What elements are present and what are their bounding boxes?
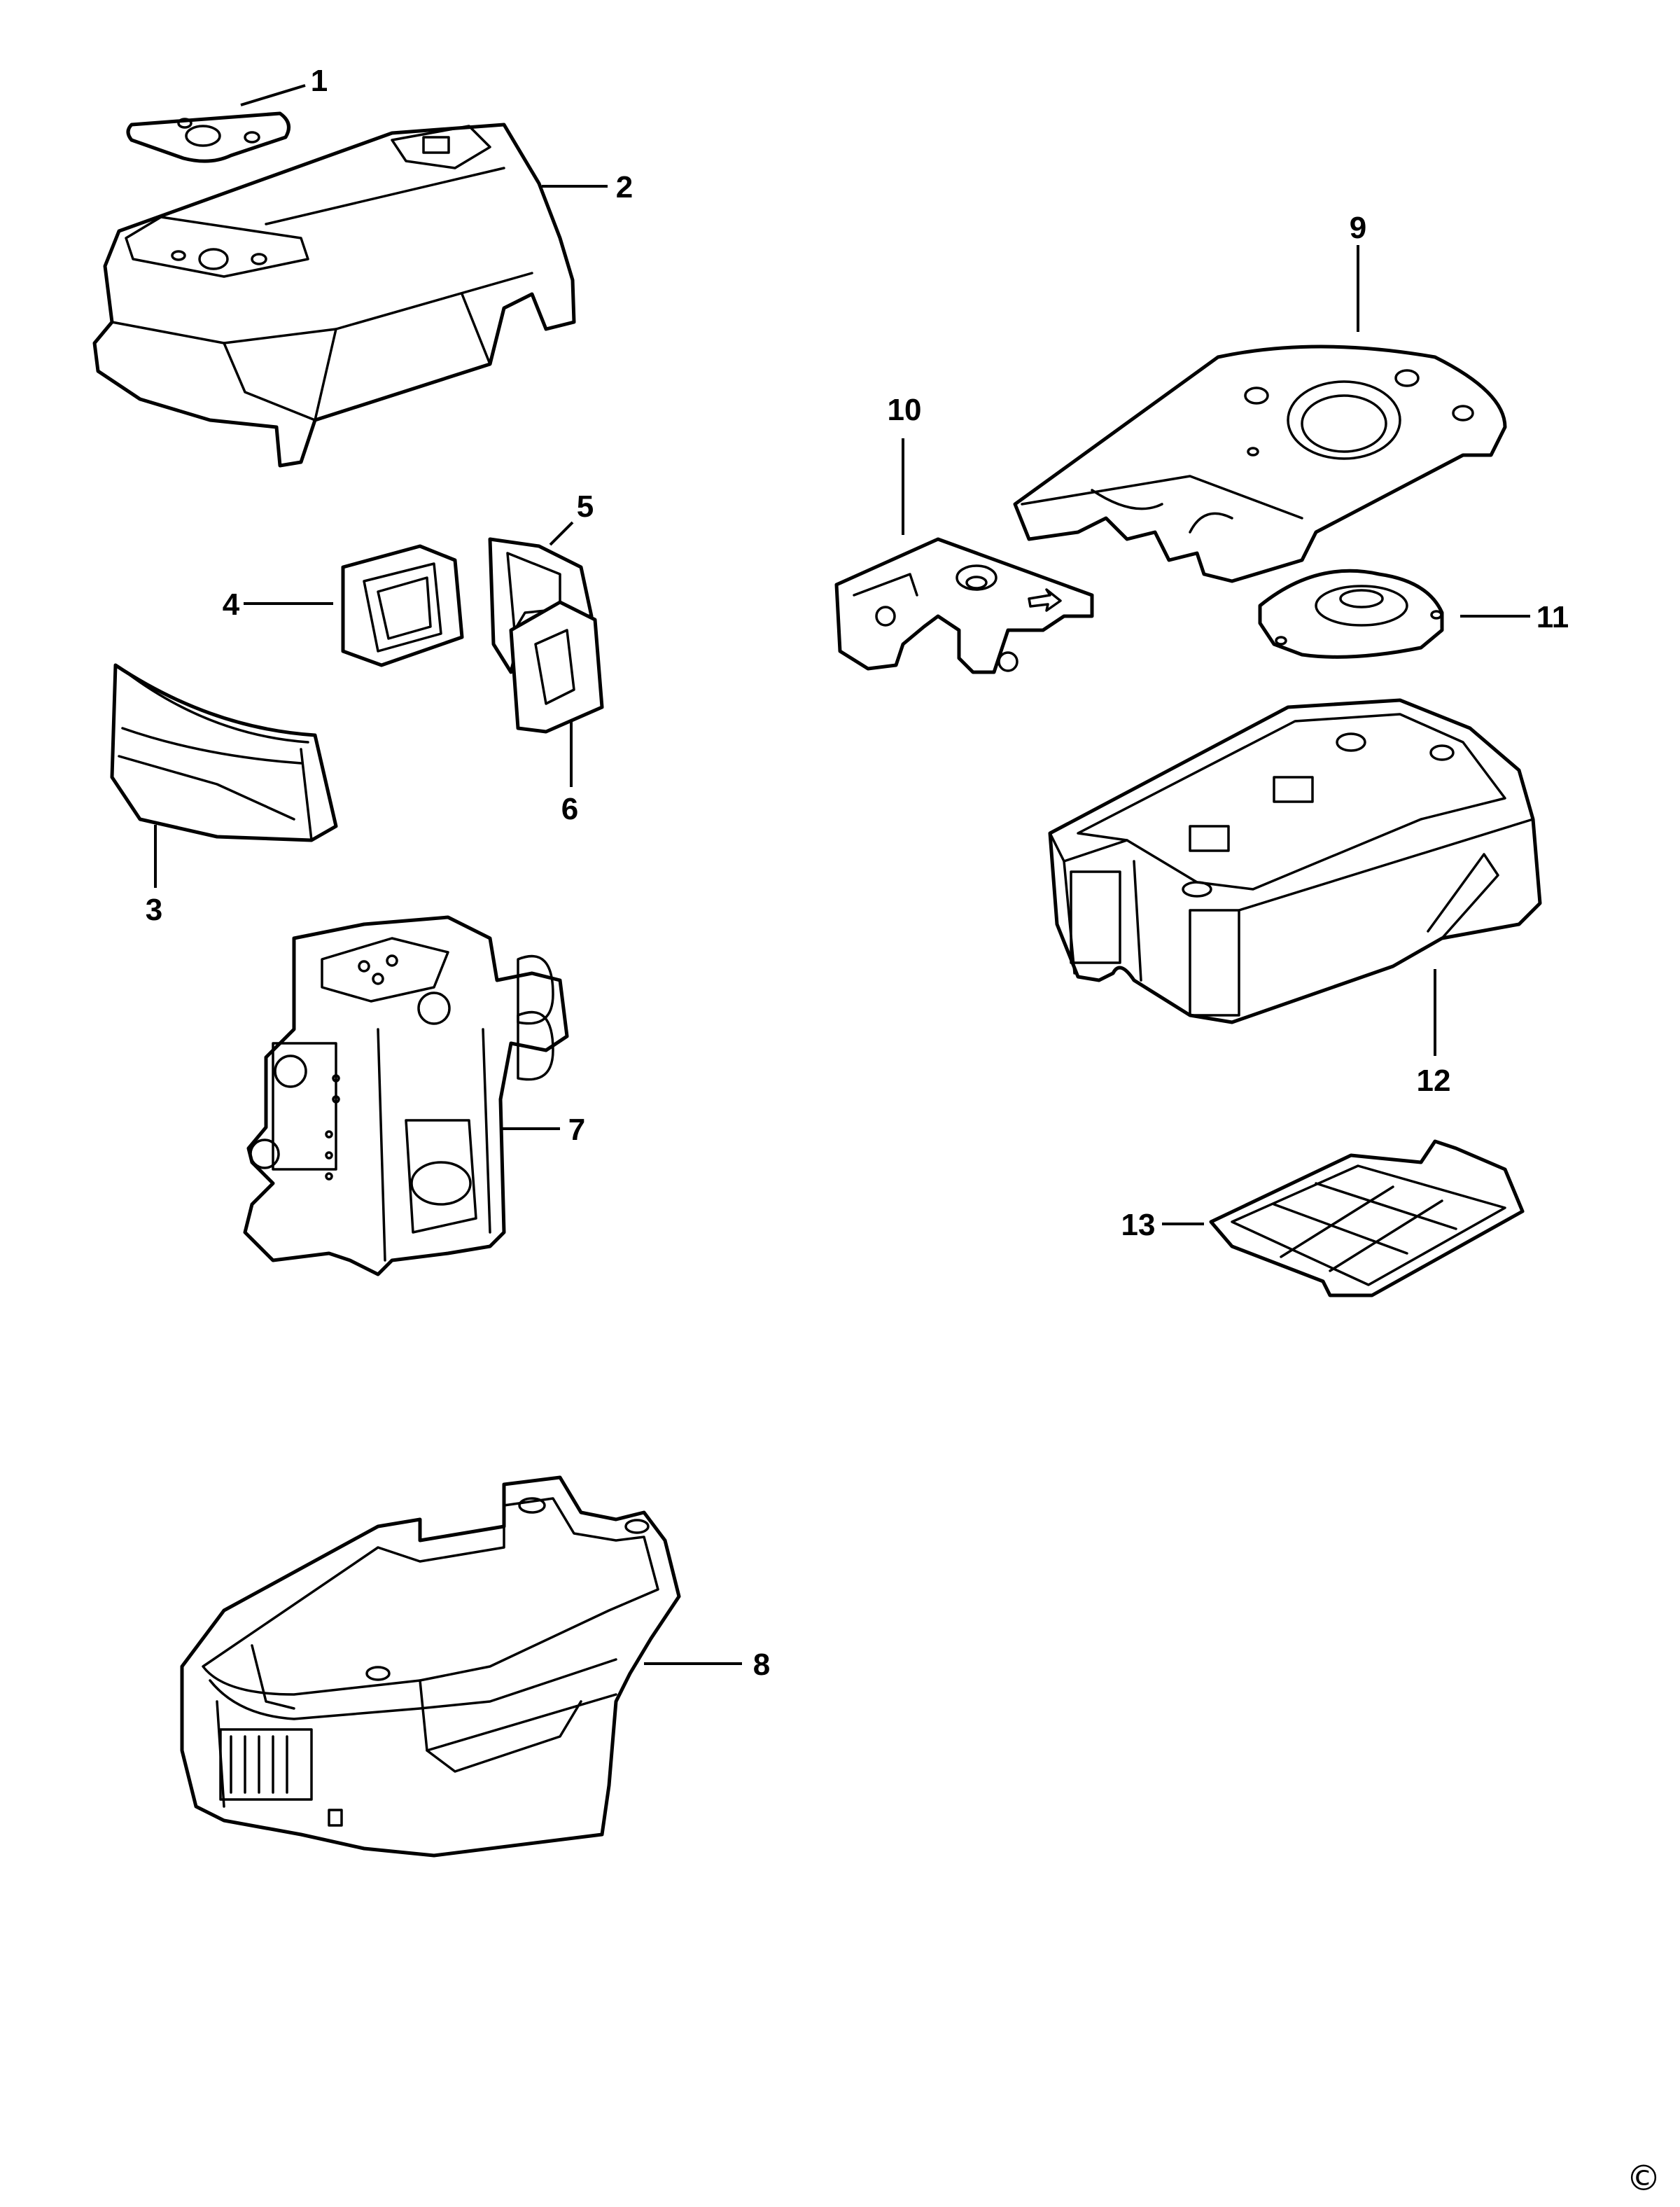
part-10-bracket — [834, 537, 1094, 674]
leader-1 — [240, 84, 306, 106]
callout-1: 1 — [311, 64, 328, 98]
callouts: 1 2 3 4 5 6 7 8 9 10 11 12 13 — [146, 64, 1569, 1682]
part-11-ring — [1258, 569, 1444, 659]
callout-6: 6 — [561, 792, 578, 826]
part-13-grid-filter — [1209, 1139, 1525, 1297]
part-9-base-plate — [1013, 344, 1507, 583]
part-2-top-cover — [92, 123, 576, 468]
leader-5 — [549, 521, 574, 546]
part-7-laser-module — [243, 915, 569, 1276]
part-6-frame — [509, 600, 604, 734]
copyright-symbol: © — [1626, 2158, 1661, 2199]
callout-5: 5 — [577, 489, 594, 524]
callout-13: 13 — [1121, 1208, 1156, 1242]
callout-4: 4 — [223, 587, 240, 622]
part-8-lower-housing — [180, 1475, 681, 1858]
callout-7: 7 — [568, 1113, 585, 1147]
part-4-square-window — [341, 544, 464, 667]
callout-9: 9 — [1350, 211, 1366, 245]
part-1-label-plate — [126, 111, 290, 163]
callout-11: 11 — [1536, 600, 1569, 634]
part-12-battery-housing — [1048, 698, 1542, 1024]
callout-8: 8 — [753, 1648, 770, 1682]
callout-2: 2 — [616, 170, 633, 204]
callout-12: 12 — [1417, 1064, 1451, 1098]
part-3-front-window — [110, 663, 338, 842]
callout-10: 10 — [888, 393, 922, 427]
callout-3: 3 — [146, 893, 162, 927]
